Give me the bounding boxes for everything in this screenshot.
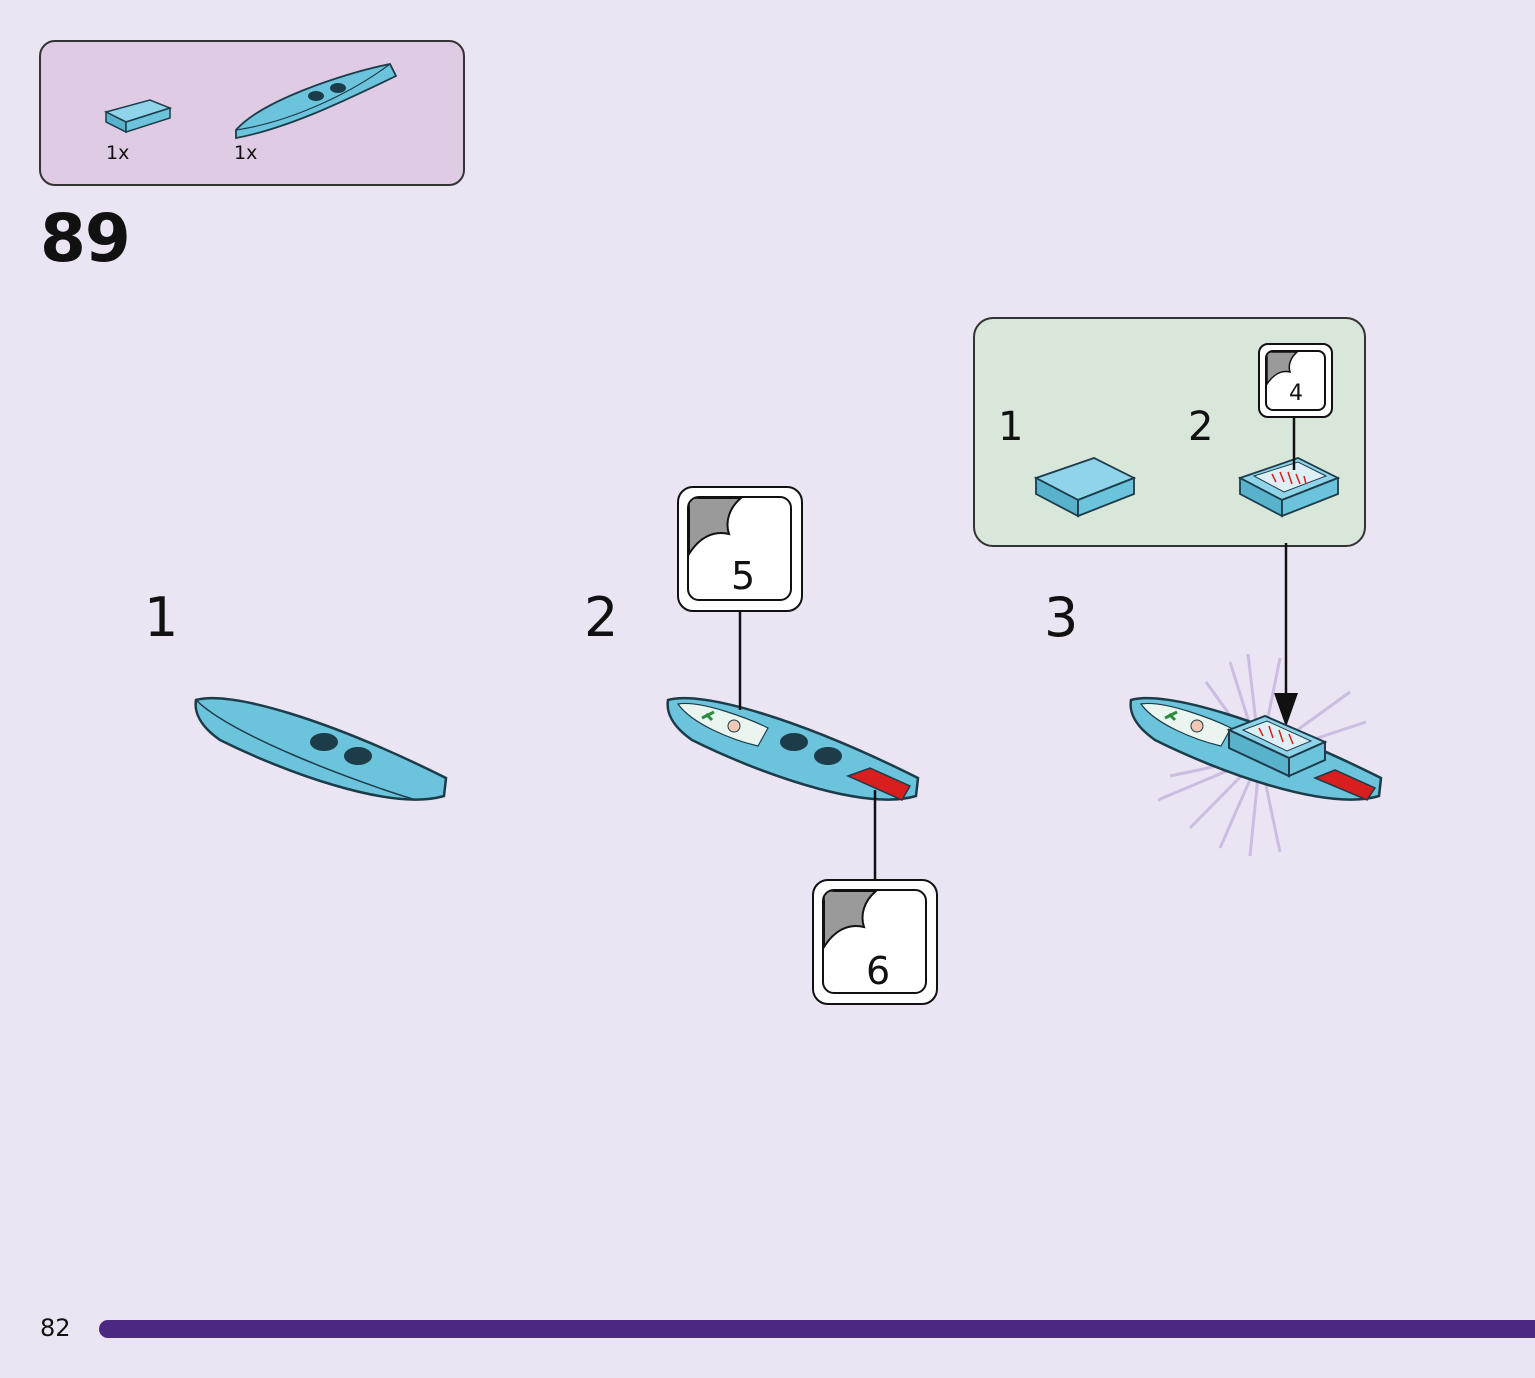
progress-bar [99,1320,1535,1338]
callout-step-label: 2 [1188,404,1214,450]
tile-1x2-icon [103,99,173,134]
sub-step-label: 1 [144,586,179,649]
sticker-peel-icon [824,891,878,949]
part-quantity: 1x [234,142,258,164]
sticker-number: 5 [731,554,756,598]
tile-1x2-icon [1033,457,1137,518]
sticker-5-callout: 5 [677,486,803,612]
sticker-leader-line [1292,414,1296,470]
sticker-4-callout: 4 [1258,343,1333,418]
sticker-leader-line [738,610,742,710]
callout-step-label: 1 [998,404,1024,450]
sticker-number: 4 [1289,381,1303,406]
sticker-number: 6 [866,949,891,993]
tile-with-sticker-icon [1237,457,1341,518]
surfboard-part-icon [235,62,398,140]
sticker-peel-icon [689,498,743,556]
step-number: 89 [40,200,131,277]
sticker-6-callout: 6 [812,879,938,1005]
attach-arrow [1274,543,1298,727]
sub-step-label: 2 [584,586,619,649]
surfboard-with-stickers-illustration [666,696,920,801]
sticker-peel-icon [1267,352,1299,386]
finished-surfboard-illustration [1129,696,1383,801]
sub-step-label: 3 [1044,586,1079,649]
surfboard-illustration [194,696,448,801]
page-number: 82 [40,1314,71,1342]
part-quantity: 1x [106,142,130,164]
sticker-leader-line [873,790,877,882]
